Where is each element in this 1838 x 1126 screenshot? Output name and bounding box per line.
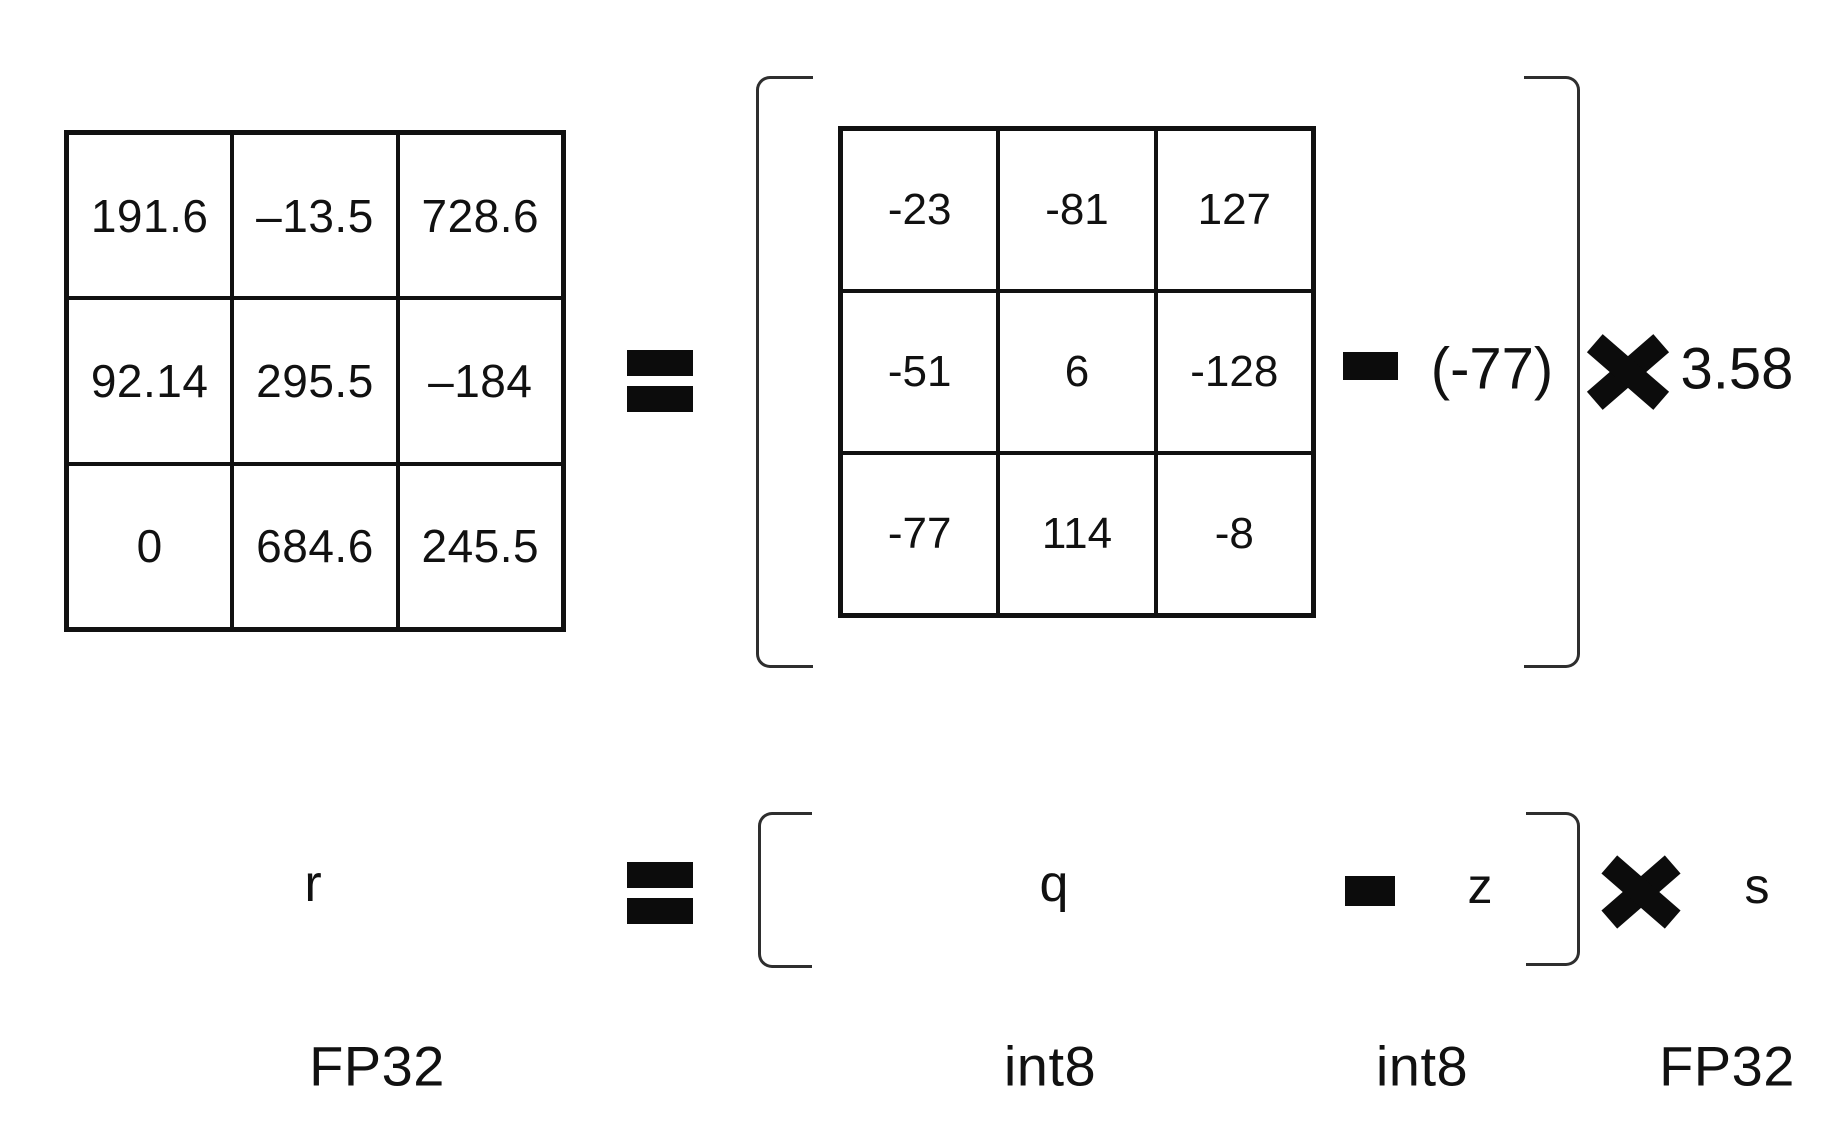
matrix-cell: 295.5 [232,298,398,464]
matrix-cell-value: 114 [1041,509,1113,558]
equals-bar [627,350,693,376]
matrix-cell-value: -51 [887,347,952,396]
matrix-cell: -77 [841,453,999,615]
matrix-cell-value: 92.14 [90,354,209,407]
matrix-cell: 245.5 [397,463,563,629]
matrix-cell: -8 [1155,453,1313,615]
matrix-cell: –184 [397,298,563,464]
matrix-cell-value: 295.5 [256,354,374,407]
dtype-label-zero-point: int8 [1375,1034,1469,1098]
dtype-label-quantized: int8 [1003,1034,1097,1098]
matrix-cell-value: -81 [1045,185,1109,234]
equals-bar [627,898,693,924]
scale-symbol: s [1744,858,1770,914]
bold-times-icon [1601,855,1681,929]
matrix-cell-value: –184 [428,354,533,407]
bold-equals-icon [627,862,693,924]
bold-minus-icon [1345,876,1395,906]
matrix-cell: –13.5 [232,133,398,299]
bold-minus-icon [1343,352,1398,380]
matrix-cell-value: 0 [136,520,163,573]
matrix-cell-value: -77 [887,509,952,558]
scale-value: 3.58 [1680,336,1794,402]
matrix-cell: 684.6 [232,463,398,629]
matrix-cell-value: 245.5 [421,520,540,573]
right-bracket [1524,76,1580,668]
zero-point-value: (-77) [1430,336,1554,402]
matrix-cell-value: 127 [1197,185,1272,234]
matrix-cell: -51 [841,291,999,453]
matrix-cell-value: 728.6 [421,189,540,242]
matrix-cell-value: -23 [887,185,952,234]
matrix-cell: 114 [998,453,1156,615]
matrix-cell: 0 [67,463,233,629]
result-symbol: r [304,855,322,913]
bold-times-icon [1586,334,1670,410]
matrix-cell: 728.6 [397,133,563,299]
matrix-cell-value: –13.5 [256,189,374,242]
matrix-cell-value: -8 [1214,509,1254,558]
matrix-cell: 92.14 [67,298,233,464]
matrix-cell: -23 [841,129,999,291]
dtype-label-result: FP32 [309,1034,445,1098]
matrix-cell-value: -128 [1190,347,1279,396]
matrix-cell: -128 [1155,291,1313,453]
matrix-cell-value: 6 [1064,347,1090,396]
equals-bar [627,862,693,888]
int8-matrix: -23 -81 127 -51 6 -128 -77 114 -8 [838,126,1316,618]
quantized-symbol: q [1039,855,1069,913]
dtype-label-scale: FP32 [1659,1034,1795,1098]
fp32-matrix: 191.6 –13.5 728.6 92.14 295.5 –184 0 684… [64,130,566,632]
bold-equals-icon [627,350,693,412]
matrix-cell: -81 [998,129,1156,291]
right-bracket [1526,812,1580,966]
matrix-cell-value: 684.6 [256,520,374,573]
equals-bar [627,386,693,412]
left-bracket [756,76,813,668]
matrix-cell-value: 191.6 [90,189,209,242]
left-bracket [758,812,812,968]
zero-point-symbol: z [1467,858,1493,914]
matrix-cell: 6 [998,291,1156,453]
matrix-cell: 191.6 [67,133,233,299]
matrix-cell: 127 [1155,129,1313,291]
